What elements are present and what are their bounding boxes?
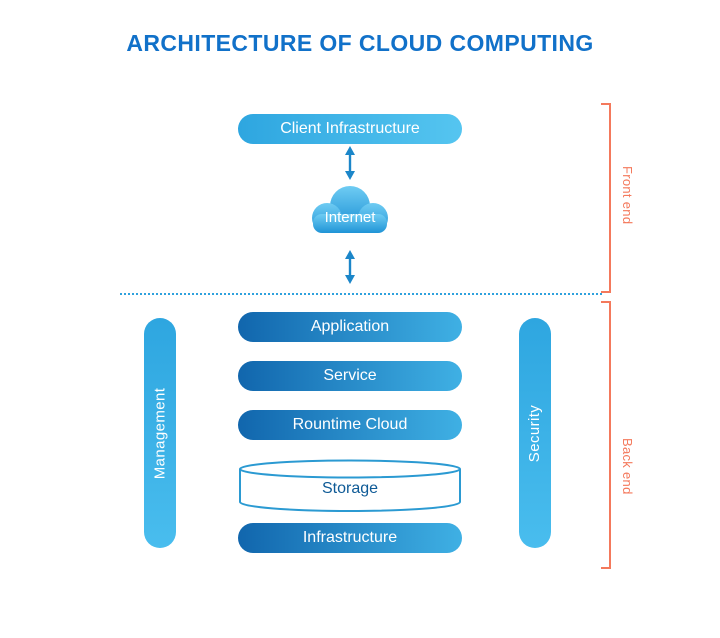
back-end-label: Back end (620, 438, 635, 495)
node-client-infrastructure: Client Infrastructure (238, 114, 462, 144)
node-application: Application (238, 312, 462, 342)
front-back-divider (120, 293, 602, 295)
node-service: Service (238, 361, 462, 391)
double-headed-arrow-icon (342, 250, 358, 284)
management-label: Management (151, 387, 169, 479)
back-end-bracket (601, 301, 611, 569)
node-management: Management (144, 318, 176, 548)
internet-label: Internet (324, 209, 376, 226)
front-end-bracket (601, 103, 611, 293)
diagram-title: ARCHITECTURE OF CLOUD COMPUTING (126, 30, 594, 56)
node-infrastructure: Infrastructure (238, 523, 462, 553)
node-security: Security (519, 318, 551, 548)
double-headed-arrow-icon (342, 146, 358, 180)
node-runtime-cloud: Rountime Cloud (238, 410, 462, 440)
node-storage-label: Storage (321, 480, 379, 497)
cloud-icon (297, 180, 403, 248)
front-end-label: Front end (620, 166, 635, 225)
storage-cylinder-icon (238, 459, 462, 513)
security-label: Security (526, 404, 544, 462)
